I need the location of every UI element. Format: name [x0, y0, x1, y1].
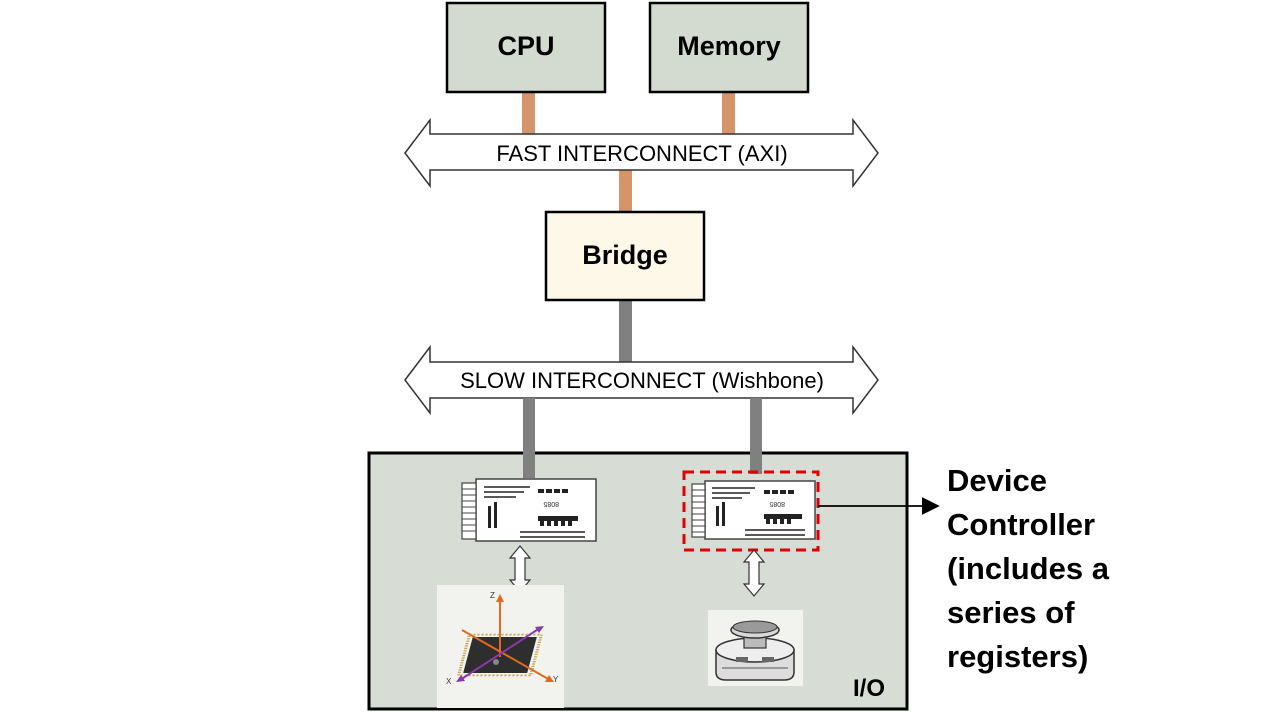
bridge-block: [544, 210, 706, 302]
annotation-line-4: series of: [947, 595, 1075, 630]
device-controller-card-right: [691, 480, 816, 540]
cpu-label: CPU: [497, 31, 555, 61]
axis-label-z: Z: [490, 591, 495, 600]
memory-link: [722, 92, 735, 134]
slow-interconnect-label: SLOW INTERCONNECT (Wishbone): [460, 368, 824, 393]
device-controller-highlight: [682, 470, 820, 552]
chip-marking-left: 8085: [543, 500, 559, 507]
device-controller-annotation: Device Controller (includes a series of …: [947, 459, 1147, 679]
accelerometer-chip-image: [437, 585, 564, 708]
fast-interconnect-label: FAST INTERCONNECT (AXI): [496, 141, 788, 166]
annotation-line-5: registers): [947, 639, 1089, 674]
slow-interconnect-bus: [404, 344, 879, 416]
bridge-fast-link: [619, 170, 632, 212]
annotation-line-1: Device: [947, 463, 1047, 498]
memory-block: [648, 1, 810, 94]
annotation-line-2: Controller: [947, 507, 1096, 542]
memory-label: Memory: [677, 31, 781, 61]
chip-marking-right: 8085: [769, 500, 785, 507]
cpu-block: [445, 1, 607, 94]
bridge-slow-link: [619, 300, 632, 362]
axis-label-y: Y: [553, 675, 559, 684]
controller-link-right: [750, 398, 762, 474]
cpu-link: [522, 92, 535, 134]
annotation-line-3: (includes a: [947, 551, 1109, 586]
double-arrow-right: [742, 549, 766, 597]
controller-link-left: [523, 398, 535, 478]
device-controller-card-left: [461, 478, 597, 542]
io-label: I/O: [853, 675, 886, 702]
fast-interconnect-bus: [404, 117, 879, 189]
axis-label-x: X: [446, 677, 452, 686]
push-button-image: [708, 610, 803, 686]
bridge-label: Bridge: [582, 240, 668, 270]
